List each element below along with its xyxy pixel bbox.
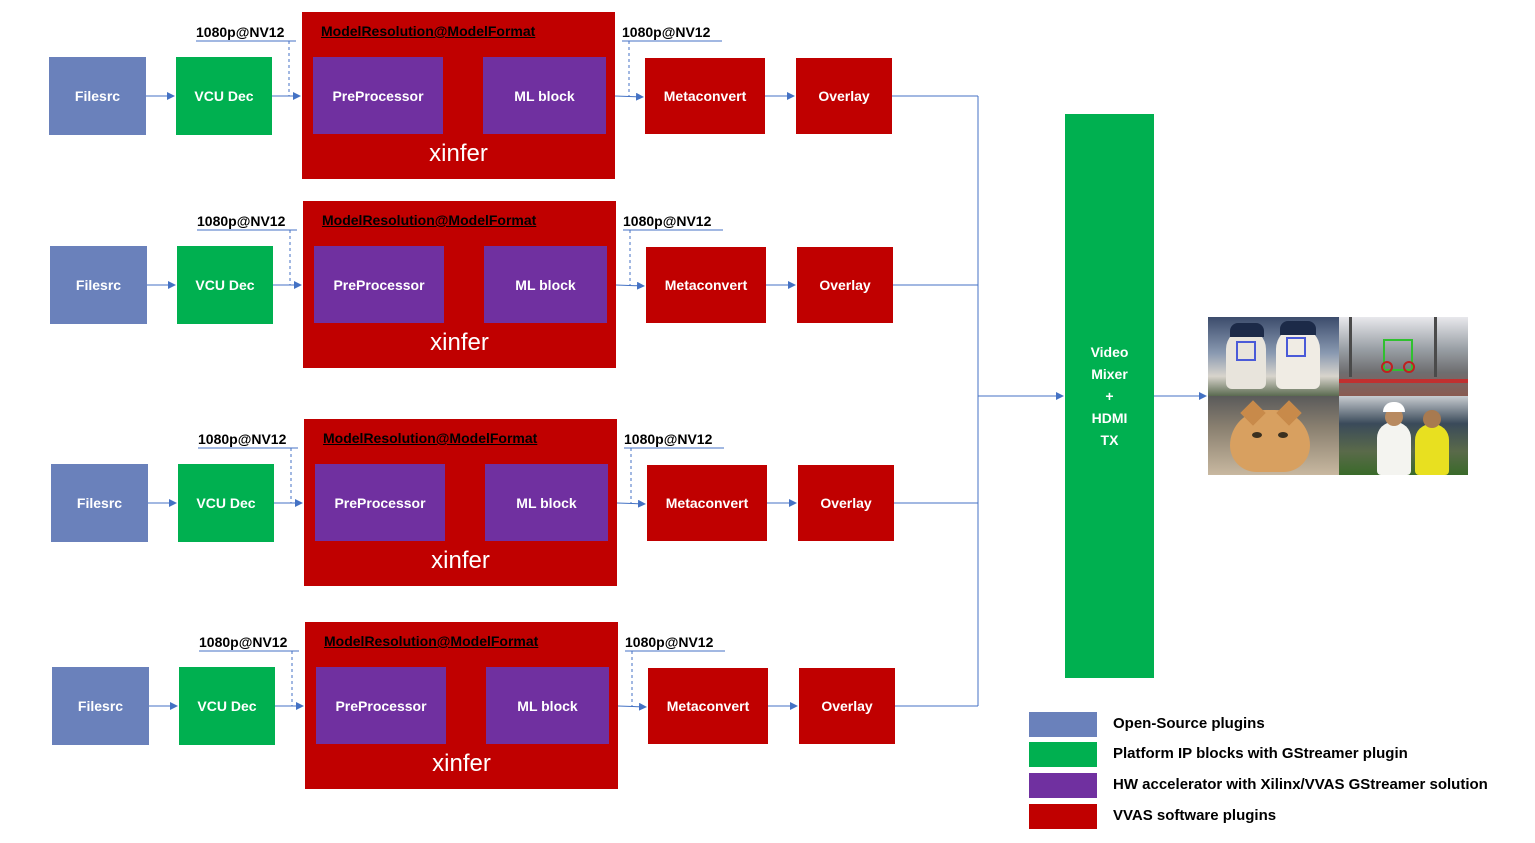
filesrc-label: Filesrc [76,495,123,511]
xinfer-block: PreProcessor ML block xinfer [303,201,616,368]
metaconvert-block: Metaconvert [648,668,768,744]
ml-block-label: ML block [515,276,576,293]
legend-swatch [1029,712,1097,737]
output-format-label: 1080p@NV12 [623,213,712,229]
ml-block-label: ML block [517,697,578,714]
arrow-xinfer-to-metaconvert [614,92,644,101]
metaconvert-label: Metaconvert [663,88,747,104]
ml-block: ML block [483,57,606,134]
vcu-dec-label: VCU Dec [197,698,257,714]
xinfer-block: PreProcessor ML block xinfer [304,419,617,586]
input-format-label: 1080p@NV12 [197,213,286,229]
preprocessor-block: PreProcessor [313,57,443,134]
filesrc-label: Filesrc [75,277,122,293]
legend-label: VVAS software plugins [1113,807,1277,824]
xinfer-block: PreProcessor ML block xinfer [305,622,618,789]
overlay-label: Overlay [820,495,872,511]
overlay-block: Overlay [796,58,892,134]
overlay-label: Overlay [821,698,873,714]
preprocessor-label: PreProcessor [332,87,424,104]
vcu-dec-block: VCU Dec [179,667,275,745]
vcu-dec-block: VCU Dec [177,246,273,324]
ml-block-label: ML block [514,87,575,104]
filesrc-label: Filesrc [77,698,124,714]
filesrc-block: Filesrc [50,246,147,324]
model-format-label: ModelResolution@ModelFormat [321,23,536,39]
legend-label: HW accelerator with Xilinx/VVAS GStreame… [1113,776,1488,793]
overlay-label: Overlay [819,277,871,293]
metaconvert-block: Metaconvert [646,247,766,323]
xinfer-label: xinfer [429,140,488,167]
arrow-xinfer-to-metaconvert [616,499,646,508]
output-format-label: 1080p@NV12 [625,634,714,650]
vcu-dec-label: VCU Dec [195,277,255,293]
legend-label: Open-Source plugins [1113,715,1265,732]
input-format-label: 1080p@NV12 [196,24,285,40]
output-thumbnail-baseball-players [1208,317,1339,396]
metaconvert-block: Metaconvert [645,58,765,134]
output-format-label: 1080p@NV12 [622,24,711,40]
ml-block: ML block [486,667,609,744]
filesrc-block: Filesrc [51,464,148,542]
preprocessor-block: PreProcessor [316,667,446,744]
legend-swatch [1029,804,1097,829]
filesrc-block: Filesrc [52,667,149,745]
vcu-dec-label: VCU Dec [194,88,254,104]
xinfer-block: PreProcessor ML block xinfer [302,12,615,179]
metaconvert-label: Metaconvert [664,277,748,293]
legend-swatch [1029,742,1097,767]
metaconvert-block: Metaconvert [647,465,767,541]
face-box [1236,341,1256,361]
bicycle-box [1383,339,1413,371]
input-format-label: 1080p@NV12 [199,634,288,650]
preprocessor-block: PreProcessor [315,464,445,541]
video-mixer-hdmi-tx: Video Mixer + HDMI TX [1065,114,1154,678]
vcu-dec-block: VCU Dec [178,464,274,542]
preprocessor-label: PreProcessor [335,697,427,714]
ml-block: ML block [484,246,607,323]
preprocessor-label: PreProcessor [333,276,425,293]
output-thumbnail-stadium-crowd [1339,396,1468,475]
video-mixer-label: Video Mixer + HDMI TX [1090,344,1129,448]
vcu-dec-block: VCU Dec [176,57,272,135]
ml-block: ML block [485,464,608,541]
metaconvert-label: Metaconvert [666,698,750,714]
vcu-dec-label: VCU Dec [196,495,256,511]
xinfer-label: xinfer [432,750,491,777]
xinfer-label: xinfer [431,547,490,574]
xinfer-label: xinfer [430,329,489,356]
output-format-label: 1080p@NV12 [624,431,713,447]
legend-label: Platform IP blocks with GStreamer plugin [1113,745,1408,762]
arrow-xinfer-to-metaconvert [615,281,645,290]
model-format-label: ModelResolution@ModelFormat [322,212,537,228]
output-thumbnail-cyclist [1339,317,1468,396]
model-format-label: ModelResolution@ModelFormat [324,633,539,649]
filesrc-label: Filesrc [74,88,121,104]
output-thumbnail-cat [1208,396,1339,475]
output-video-mosaic [1208,317,1468,475]
input-format-label: 1080p@NV12 [198,431,287,447]
overlay-block: Overlay [798,465,894,541]
model-format-label: ModelResolution@ModelFormat [323,430,538,446]
legend-swatch [1029,773,1097,798]
overlay-block: Overlay [797,247,893,323]
ml-block-label: ML block [516,494,577,511]
overlay-block: Overlay [799,668,895,744]
face-box [1286,337,1306,357]
overlay-label: Overlay [818,88,870,104]
metaconvert-label: Metaconvert [665,495,749,511]
preprocessor-label: PreProcessor [334,494,426,511]
filesrc-block: Filesrc [49,57,146,135]
preprocessor-block: PreProcessor [314,246,444,323]
arrow-xinfer-to-metaconvert [617,702,647,711]
